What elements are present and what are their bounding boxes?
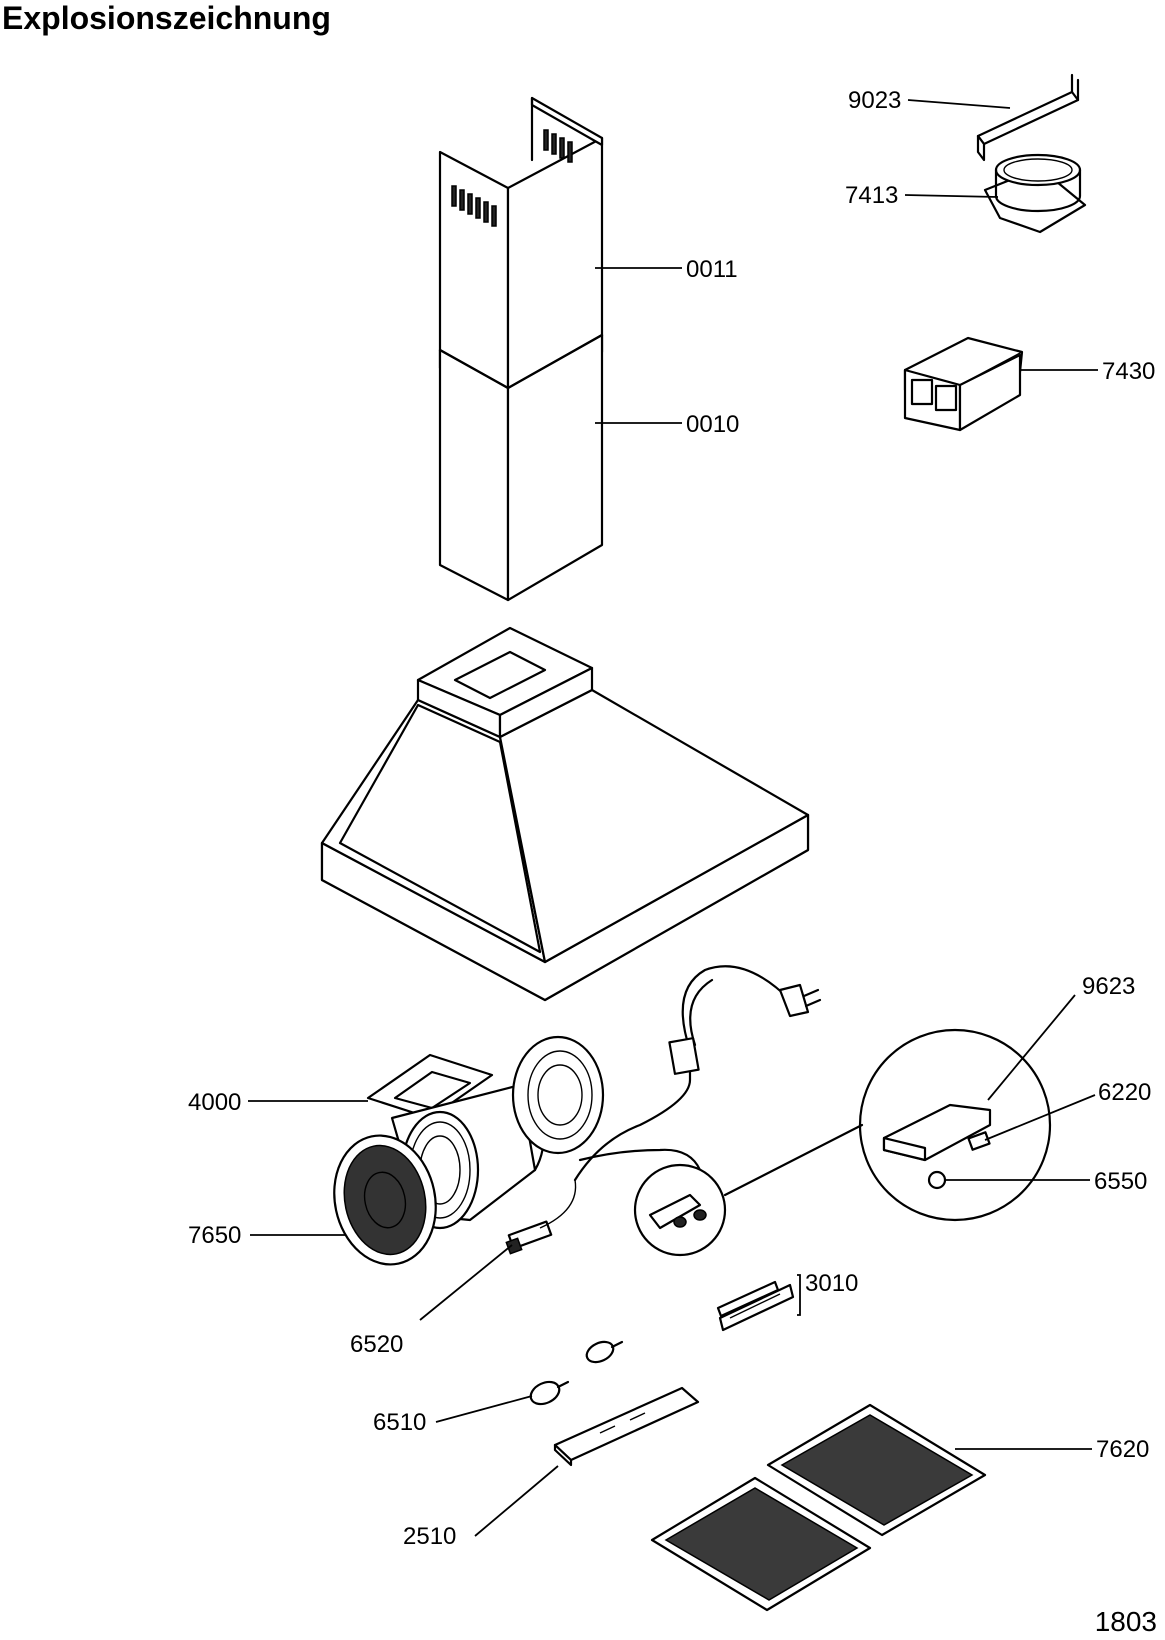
control-module-detail-small xyxy=(633,1163,727,1257)
switch-housing-7430 xyxy=(903,336,1024,432)
part-label: 9623 xyxy=(1082,973,1135,1000)
control-module-detail-large xyxy=(723,1028,1052,1222)
drawing-number: 1803 xyxy=(1094,1606,1157,1637)
part-label: 7430 xyxy=(1102,358,1155,385)
part-label: 2510 xyxy=(403,1523,456,1550)
part-label: 3010 xyxy=(805,1270,858,1297)
leader-lines xyxy=(248,99,1098,1537)
part-number-labels: 9023 7413 0011 7430 0010 9623 4000 6220 … xyxy=(188,87,1155,1550)
carbon-filter-7620 xyxy=(650,1403,987,1612)
part-label: 7413 xyxy=(845,182,898,209)
part-label: 6510 xyxy=(373,1409,426,1436)
rating-label-3010 xyxy=(716,1280,795,1332)
part-label: 6520 xyxy=(350,1331,403,1358)
halogen-lamp-6510 xyxy=(529,1340,624,1406)
part-label: 7650 xyxy=(188,1222,241,1249)
diagram-title: Explosionszeichnung xyxy=(2,0,331,36)
light-cover-2510 xyxy=(553,1386,700,1467)
lamp-socket-6520 xyxy=(505,1179,577,1255)
part-label: 7620 xyxy=(1096,1436,1149,1463)
part-label: 4000 xyxy=(188,1089,241,1116)
part-label: 9023 xyxy=(848,87,901,114)
hood-body xyxy=(320,626,810,1002)
outlet-ring-7413 xyxy=(983,153,1087,234)
part-label: 0010 xyxy=(686,411,739,438)
fan-housing-cover xyxy=(511,1035,605,1155)
part-label: 0011 xyxy=(686,256,738,283)
grease-ring-7650 xyxy=(333,1134,437,1266)
part-label: 6550 xyxy=(1094,1168,1147,1195)
part-label: 6220 xyxy=(1098,1079,1151,1106)
chimney-lower-section xyxy=(438,333,604,602)
power-cord xyxy=(573,965,822,1182)
mounting-bracket-9023 xyxy=(976,73,1080,162)
